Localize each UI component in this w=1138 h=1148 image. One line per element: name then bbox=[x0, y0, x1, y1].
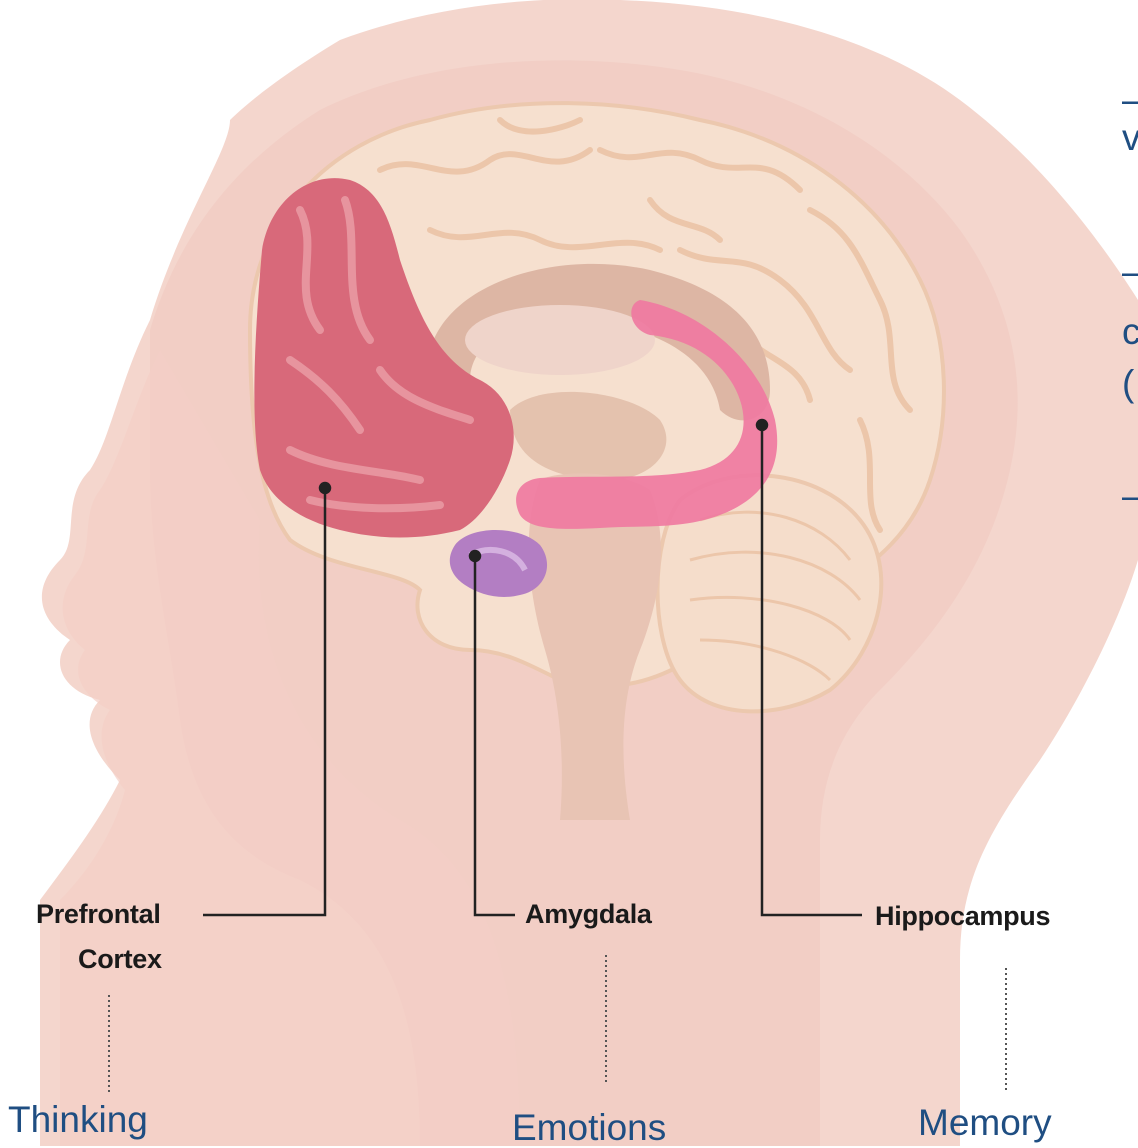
ventricle bbox=[465, 305, 655, 375]
side-text-line5: ( bbox=[1122, 364, 1134, 404]
function-memory: Memory bbox=[918, 1103, 1052, 1143]
side-text-line6: – bbox=[1122, 476, 1138, 516]
hippocampus-label: Hippocampus bbox=[875, 900, 1050, 932]
side-text-line3: – bbox=[1122, 252, 1138, 292]
prefrontal-label-line1: Prefrontal bbox=[36, 898, 161, 930]
side-text-line4: c bbox=[1122, 312, 1138, 352]
amygdala-label: Amygdala bbox=[525, 898, 652, 930]
side-text-line1: – bbox=[1122, 80, 1138, 120]
function-emotions: Emotions bbox=[512, 1108, 666, 1148]
side-text-line2: v bbox=[1122, 118, 1138, 158]
prefrontal-label-line2: Cortex bbox=[78, 943, 162, 975]
function-thinking: Thinking bbox=[8, 1100, 148, 1140]
